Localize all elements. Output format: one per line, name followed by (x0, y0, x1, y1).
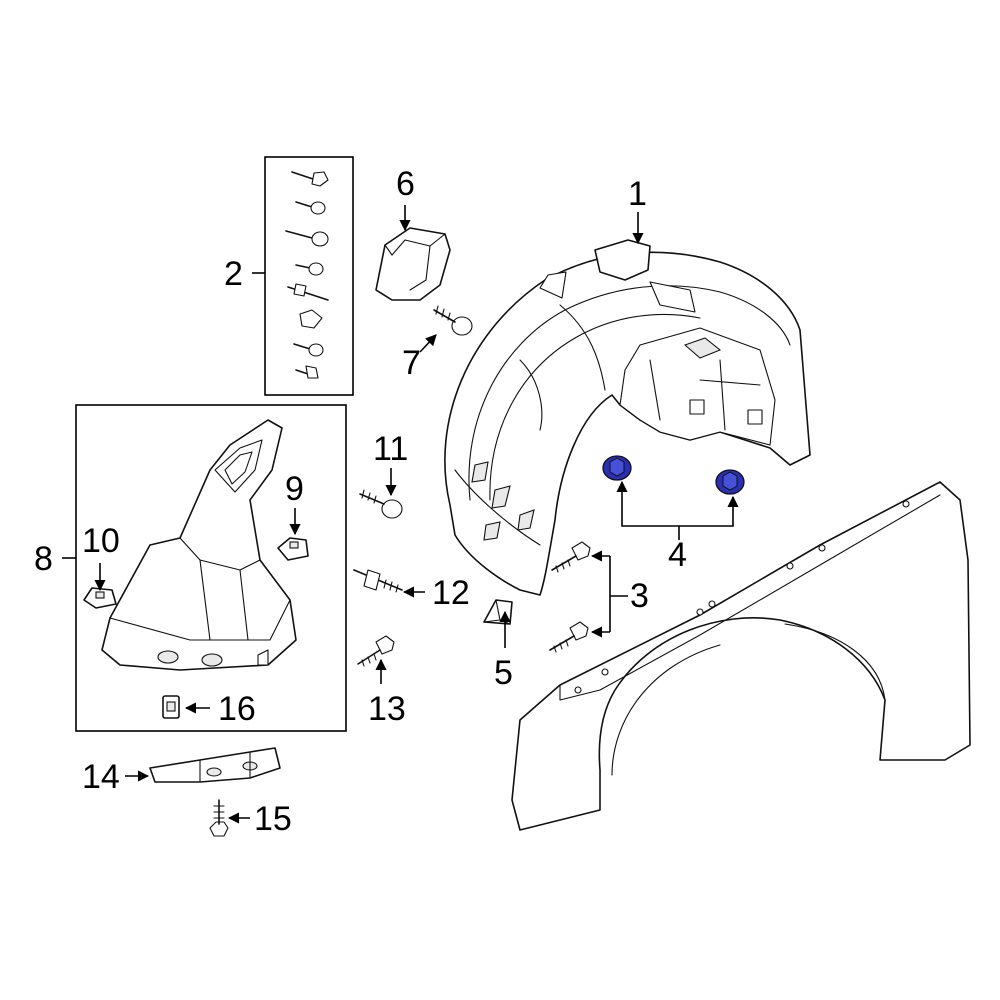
retainer-nut-left[interactable] (602, 455, 632, 481)
callout-8: 8 (34, 540, 53, 578)
bolt-upper[interactable] (551, 541, 591, 573)
clip-9[interactable] (277, 537, 309, 561)
callout-6: 6 (396, 165, 415, 203)
callout-1: 1 (628, 175, 647, 213)
callout-2: 2 (224, 255, 243, 293)
fastener-kit-items[interactable] (285, 171, 329, 379)
retainer-nut-right[interactable] (715, 469, 745, 495)
fender-liner-part[interactable] (444, 239, 811, 596)
fastener-kit-box (264, 156, 354, 396)
callout-10: 10 (82, 522, 120, 560)
splash-shield-part[interactable] (101, 419, 297, 671)
callout-5: 5 (494, 654, 513, 692)
callout-14: 14 (82, 758, 120, 796)
callout-16: 16 (218, 690, 256, 728)
callout-15: 15 (254, 800, 292, 838)
bolt-13[interactable] (357, 635, 395, 667)
flange-bolt-7[interactable] (433, 305, 473, 336)
callout-9: 9 (285, 470, 304, 508)
leader-lines (62, 205, 739, 824)
bolt-15[interactable] (209, 799, 229, 837)
callout-3: 3 (630, 577, 649, 615)
stud-12[interactable] (353, 569, 403, 593)
bolt-11[interactable] (359, 489, 403, 519)
callout-12: 12 (432, 574, 470, 612)
lower-bracket-14[interactable] (149, 747, 281, 783)
clip-16[interactable] (162, 695, 180, 719)
upper-bracket-part[interactable] (375, 227, 451, 301)
splash-shield-box (75, 404, 347, 732)
bolt-lower[interactable] (549, 621, 589, 653)
callout-7: 7 (402, 344, 421, 382)
front-fender-panel[interactable] (511, 481, 971, 831)
callout-4: 4 (668, 536, 687, 574)
callout-13: 13 (368, 690, 406, 728)
small-bracket-part[interactable] (483, 599, 513, 625)
callout-11: 11 (373, 430, 408, 468)
clip-10[interactable] (83, 587, 117, 609)
